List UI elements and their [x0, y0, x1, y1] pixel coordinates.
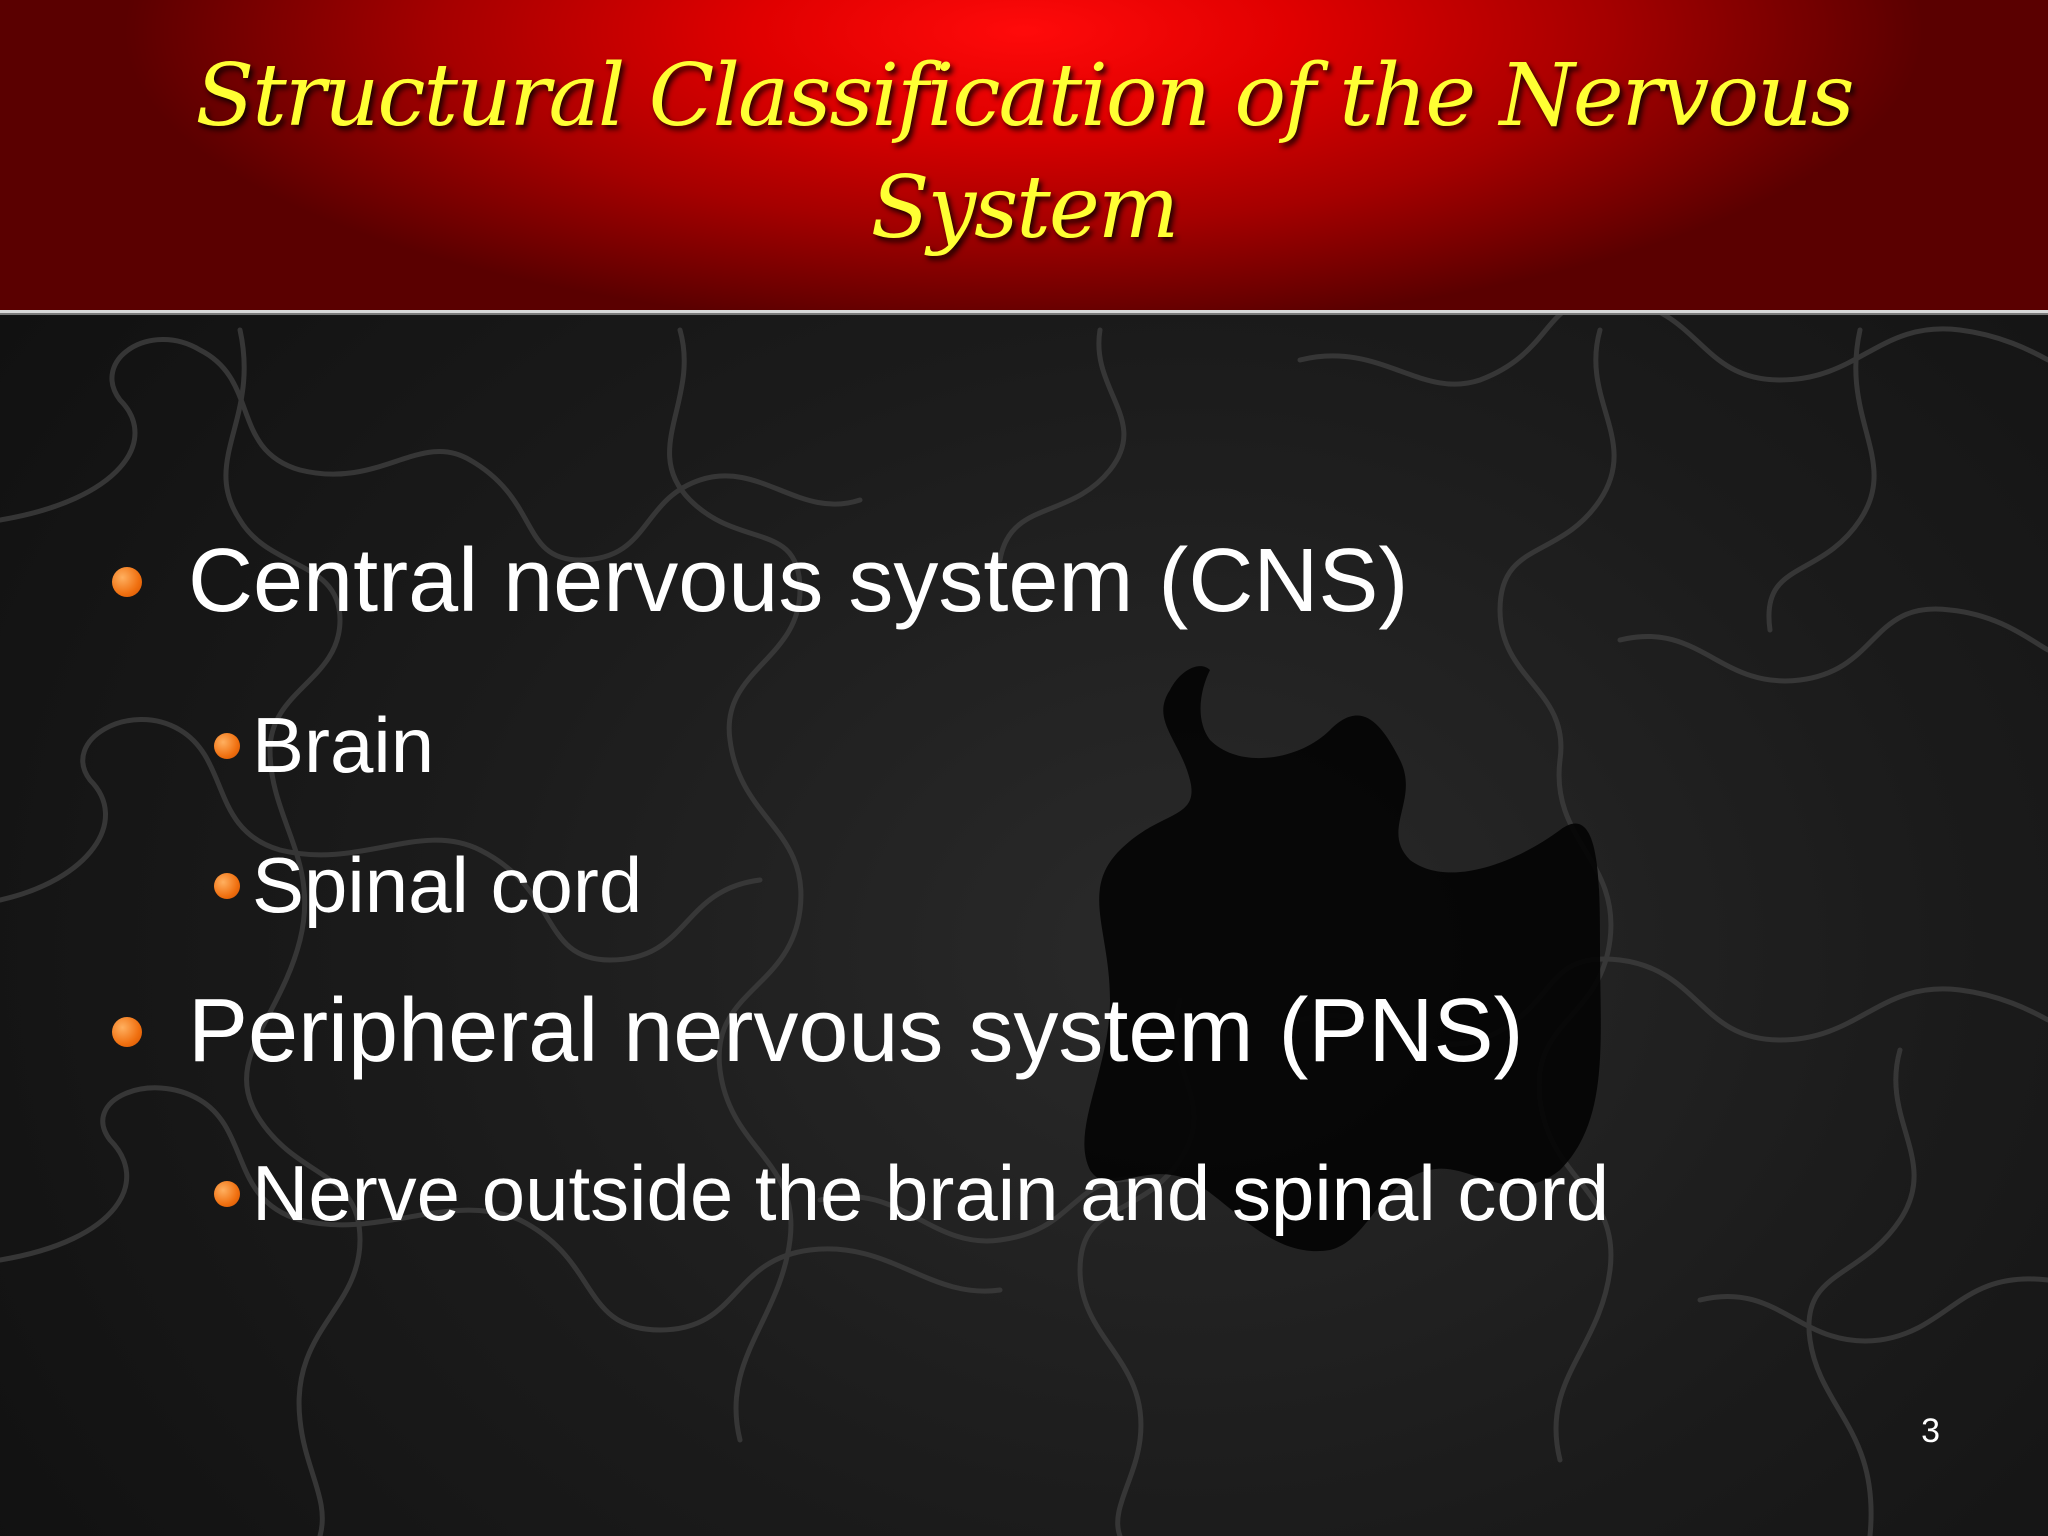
slide-title: Structural Classification of the Nervous… [195, 46, 1854, 258]
bullet-cns: Central nervous system (CNS) [112, 530, 1408, 633]
bullet-brain: Brain [214, 700, 434, 791]
title-banner: Structural Classification of the Nervous… [0, 0, 2048, 313]
bullet-pns: Peripheral nervous system (PNS) [112, 980, 1523, 1083]
bullet-text: Central nervous system (CNS) [188, 531, 1409, 631]
orange-bullet-icon [214, 872, 240, 899]
bullet-text: Brain [252, 701, 435, 789]
bullet-text: Spinal cord [252, 841, 643, 929]
missing-puzzle-piece [1084, 666, 1601, 1252]
bullet-spinal-cord: Spinal cord [214, 840, 642, 931]
bullet-text: Peripheral nervous system (PNS) [188, 981, 1524, 1081]
orange-bullet-icon [214, 732, 240, 759]
page-number: 3 [1921, 1412, 1940, 1450]
orange-bullet-icon [214, 1180, 240, 1207]
orange-bullet-icon [112, 1016, 142, 1047]
bullet-text: Nerve outside the brain and spinal cord [252, 1149, 1610, 1237]
orange-bullet-icon [112, 566, 142, 597]
bullet-nerve: Nerve outside the brain and spinal cord [214, 1148, 1609, 1239]
